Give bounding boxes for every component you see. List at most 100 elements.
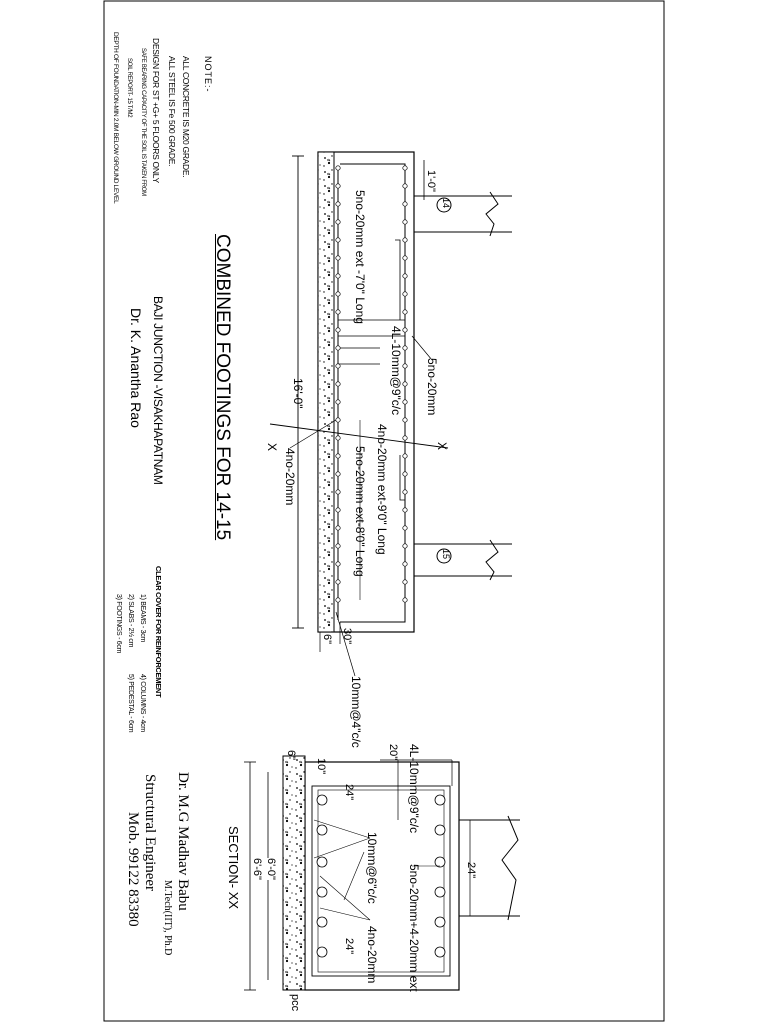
rebar-dot	[402, 399, 408, 405]
rebar-dot	[402, 291, 408, 297]
rebar-dot	[402, 165, 408, 171]
column-14-tag: 14	[441, 198, 451, 209]
project-name: BAJI JUNCTION -VISAKHAPATNAM	[151, 296, 165, 485]
column-14-break-line	[485, 191, 499, 237]
section-stirrup-inner	[317, 789, 445, 973]
rebar-dot	[402, 237, 408, 243]
rebar-dot	[335, 165, 341, 171]
rebar-dot	[335, 273, 341, 279]
section-dim-24-b-label: 24"	[343, 938, 355, 955]
rebar-dot	[335, 417, 341, 423]
section-dim-6-label: 6"	[285, 750, 297, 761]
section-dist-bars-label: 10mm@6"c/c	[365, 832, 379, 904]
rebar-dot	[402, 543, 408, 549]
rebar-dot	[335, 219, 341, 225]
ext-bar-bracket-left	[395, 239, 401, 320]
bar-dist-label: 10mm@4"c/c	[349, 676, 363, 748]
rebar-dot	[402, 597, 408, 603]
section-title: SECTION- XX	[226, 826, 241, 910]
rebar-dot	[335, 309, 341, 315]
rebar-dot	[402, 327, 408, 333]
note-line-6: DEPTH OF FOUNDATION-MIN 2.0M BELOW GROUN…	[112, 32, 119, 204]
bottom-bar-dots	[335, 165, 408, 603]
rebar-dot	[335, 381, 341, 387]
rebar-dot	[402, 507, 408, 513]
rebar-dot	[335, 435, 341, 441]
rebar-dot	[335, 201, 341, 207]
column-15-tag-circle	[436, 548, 452, 564]
rebar-dot	[335, 597, 341, 603]
dim-16-0-label: 16'-0"	[291, 378, 305, 409]
section-leader-4no-b	[319, 907, 371, 921]
rebar-dot	[402, 453, 408, 459]
note-line-5: SOIL REPORT- 15 T/M2	[126, 58, 132, 118]
rebar-dot	[335, 507, 341, 513]
section-cut-line	[269, 423, 449, 449]
section-rebar-circle	[434, 794, 446, 806]
section-stirrup-label: 4L-10mm@9"c/c	[407, 744, 421, 834]
drawing-title: COMBINED FOOTINGS FOR 14-15	[212, 234, 233, 541]
section-rebar-circle	[316, 794, 328, 806]
rebar-dot	[335, 237, 341, 243]
rebar-dot	[402, 525, 408, 531]
notes-heading: NOTE:-	[203, 56, 213, 93]
section-column-break-line	[501, 815, 519, 921]
rebar-dot	[402, 471, 408, 477]
rebar-dot	[335, 327, 341, 333]
column-15-tag: 15	[441, 549, 451, 560]
section-dim-20-label: 20"	[387, 744, 399, 761]
section-rebar-circle	[434, 886, 446, 898]
rebar-dot	[335, 291, 341, 297]
note-line-2: ALL STEEL IS Fe 500 GRADE.	[167, 56, 177, 167]
rebar-dot	[402, 309, 408, 315]
bar-top-label: 5no-20mm	[425, 358, 439, 416]
column-15-break-line	[485, 539, 499, 581]
rebar-dot	[335, 345, 341, 351]
engineer-name: Dr. M.G Madhav Babu	[175, 772, 191, 911]
section-leader-10mm-a	[313, 819, 371, 839]
rebar-dot	[402, 273, 408, 279]
section-dim-24-a-label: 24"	[343, 784, 355, 801]
dim-1-0-label: 1'-0"	[425, 170, 437, 192]
cover-item-2: 2) SLABS - 2½ cm	[127, 594, 134, 648]
section-slab-outline	[304, 761, 460, 991]
section-rebar-circle	[316, 946, 328, 958]
rebar-dot	[335, 525, 341, 531]
top-main-bar-line	[340, 163, 406, 623]
rebar-dot	[402, 201, 408, 207]
rebar-dot	[335, 453, 341, 459]
ext-bar-bracket-right	[399, 455, 405, 501]
section-width-inner-label: 6'-0"	[265, 858, 277, 880]
rebar-dot	[335, 561, 341, 567]
rebar-dot	[402, 381, 408, 387]
client-name: Dr. K. Anantha Rao	[128, 308, 144, 428]
section-leader-10mm-b	[313, 837, 371, 859]
rebar-dot	[402, 345, 408, 351]
section-rebar-circle	[316, 856, 328, 868]
section-rebar-circle	[316, 916, 328, 928]
rebar-dot	[335, 255, 341, 261]
leader-5no20-top	[411, 335, 433, 361]
section-rebar-circle	[434, 856, 446, 868]
column-14-tag-circle	[436, 197, 452, 213]
section-top-bars-label: 5no-20mm+4-20mm ext	[407, 864, 421, 992]
note-line-1: ALL CONCRETE IS M20 GRADE.	[181, 56, 191, 178]
engineer-degree: M.Tech(IIT), Ph.D	[162, 880, 173, 956]
sheet-border	[103, 0, 665, 1022]
section-rebar-circle	[316, 886, 328, 898]
note-line-3: DESIGN FOR ST +G+ 5 FLOORS ONLY	[151, 38, 161, 183]
bar-ext-80-label: 5no-20mm ext-8'0" Long	[353, 446, 367, 577]
rebar-dot	[335, 471, 341, 477]
rebar-dot	[402, 363, 408, 369]
section-rebar-circle	[434, 824, 446, 836]
rebar-dot	[402, 183, 408, 189]
bar-bottom-label: 4no-20mm	[283, 448, 297, 506]
rebar-dot	[402, 435, 408, 441]
cover-item-3: 3) FOOTINGS - 6cm	[115, 594, 122, 654]
cover-item-1: 1) BEAMS - 3cm	[139, 594, 146, 642]
section-pcc-label: pcc	[289, 994, 301, 1012]
bar-ext-70-label: 5no-20mm ext -7'0" Long	[353, 190, 367, 324]
rebar-dot	[402, 417, 408, 423]
